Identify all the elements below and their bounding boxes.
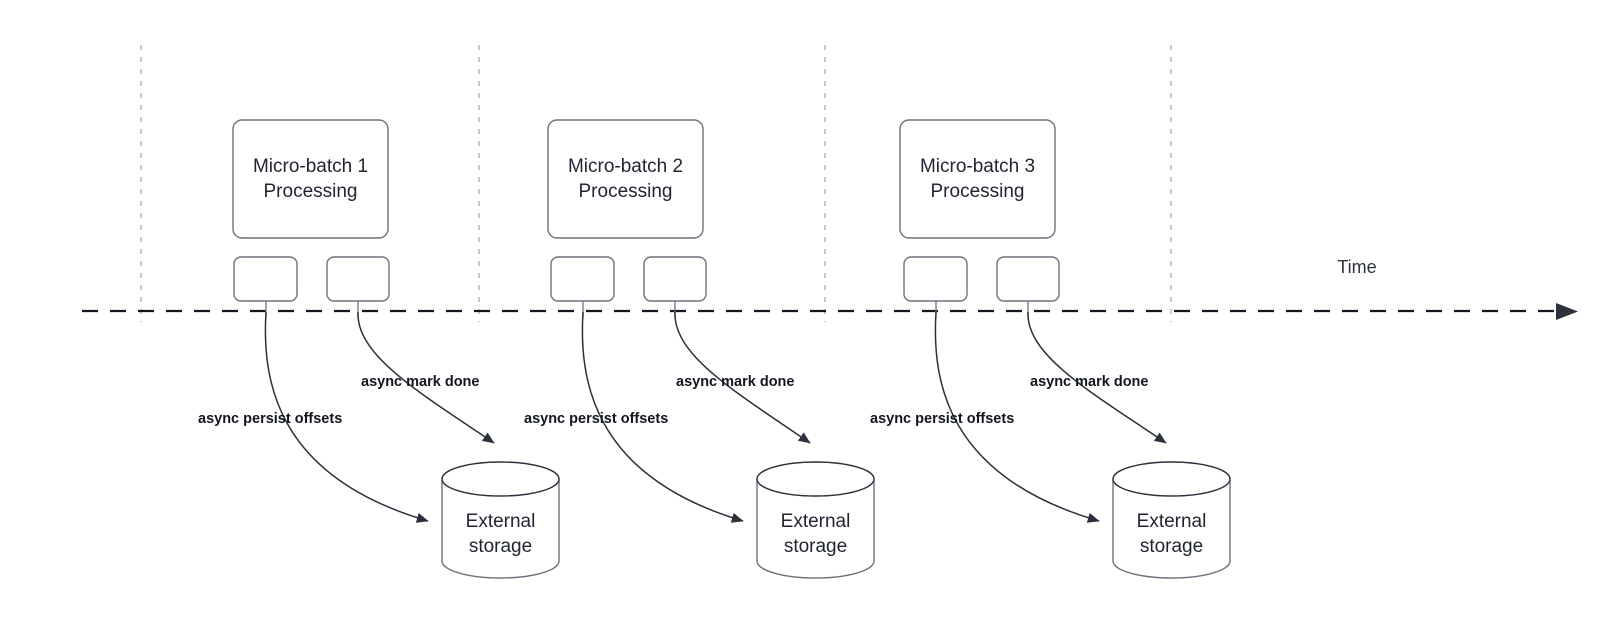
micro-batch-2-label-line1: Micro-batch 2 (568, 156, 683, 177)
micro-batch-group-2: Micro-batch 2 Processing async persist o… (524, 119, 875, 579)
async-persist-offsets-arrow-2 (581, 311, 744, 523)
cylinder-top-2 (756, 461, 875, 497)
external-storage-label-2-line1: External (781, 511, 851, 532)
external-storage-label-1-line1: External (466, 511, 536, 532)
async-persist-offsets-label-2: async persist offsets (524, 411, 668, 427)
async-mark-done-arrow-3 (1027, 311, 1167, 444)
task-box-1b[interactable] (326, 256, 390, 302)
external-storage-label-2-line2: storage (784, 536, 847, 557)
async-mark-done-label-2: async mark done (676, 374, 794, 390)
timeline-arrow-head (1556, 303, 1578, 320)
micro-batch-1-label-line2: Processing (264, 181, 358, 202)
async-persist-offsets-arrow-3 (934, 311, 1100, 523)
micro-batch-2-label-line2: Processing (579, 181, 673, 202)
async-mark-done-arrow-1 (357, 311, 495, 444)
micro-batch-3-box[interactable] (899, 119, 1056, 239)
cylinder-top-3 (1112, 461, 1231, 497)
time-axis-label: Time (1337, 257, 1376, 277)
micro-batch-group-1: Micro-batch 1 Processing async persist o… (198, 119, 560, 579)
cylinder-body-1 (441, 478, 560, 579)
micro-batch-2-box[interactable] (547, 119, 704, 239)
task-box-2b[interactable] (643, 256, 707, 302)
micro-batch-group-3: Micro-batch 3 Processing async persist o… (870, 119, 1231, 579)
micro-batch-3-label-line2: Processing (931, 181, 1025, 202)
async-persist-offsets-arrow-1 (264, 311, 429, 523)
async-mark-done-arrow-2 (674, 311, 811, 444)
async-mark-done-label-3: async mark done (1030, 374, 1148, 390)
external-storage-label-3-line1: External (1137, 511, 1207, 532)
external-storage-cylinder-1[interactable]: External storage (441, 461, 560, 579)
external-storage-label-3-line2: storage (1140, 536, 1203, 557)
cylinder-top-1 (441, 461, 560, 497)
async-persist-offsets-label-1: async persist offsets (198, 411, 342, 427)
task-box-2a[interactable] (550, 256, 615, 302)
micro-batch-1-box[interactable] (232, 119, 389, 239)
time-axis: Time (82, 257, 1578, 320)
cylinder-body-2 (756, 478, 875, 579)
external-storage-cylinder-2[interactable]: External storage (756, 461, 875, 579)
micro-batch-1-label-line1: Micro-batch 1 (253, 156, 368, 177)
micro-batch-3-label-line1: Micro-batch 3 (920, 156, 1035, 177)
task-box-3a[interactable] (903, 256, 968, 302)
async-mark-done-label-1: async mark done (361, 374, 479, 390)
task-box-1a[interactable] (233, 256, 298, 302)
task-box-3b[interactable] (996, 256, 1060, 302)
cylinder-body-3 (1112, 478, 1231, 579)
external-storage-label-1-line2: storage (469, 536, 532, 557)
external-storage-cylinder-3[interactable]: External storage (1112, 461, 1231, 579)
vertical-guides (140, 45, 1172, 322)
async-persist-offsets-label-3: async persist offsets (870, 411, 1014, 427)
